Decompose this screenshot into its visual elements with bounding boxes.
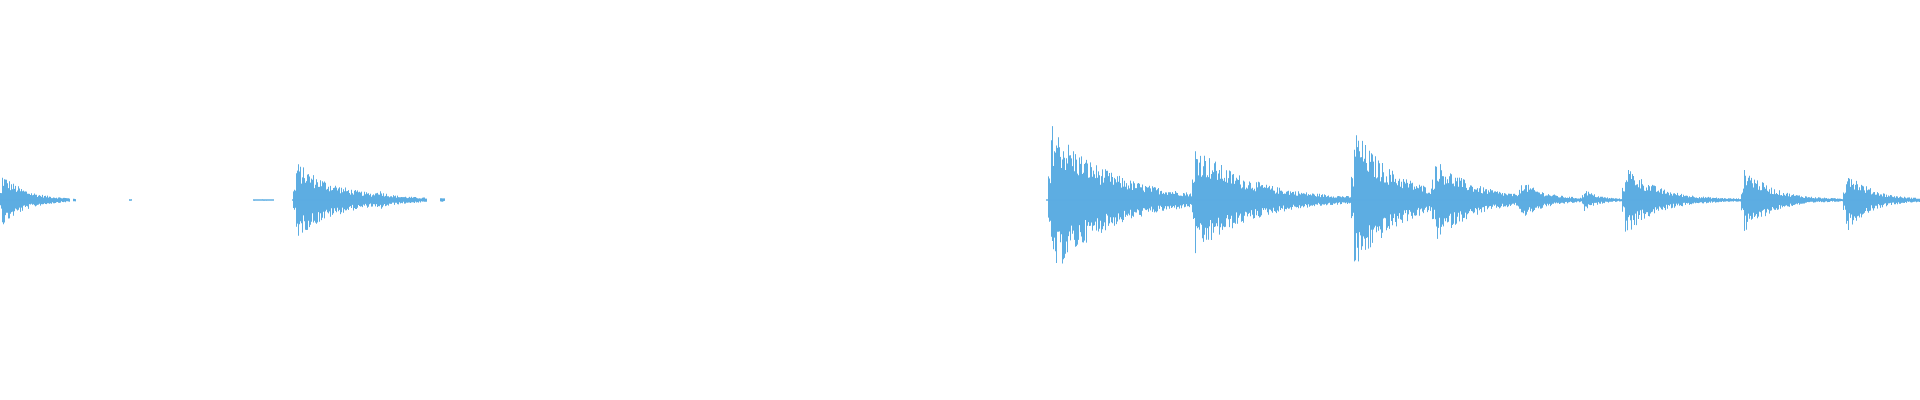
- waveform-clip-0: [0, 177, 70, 225]
- waveform-clips: [0, 126, 1920, 264]
- waveform-clip-6: [1046, 126, 1920, 264]
